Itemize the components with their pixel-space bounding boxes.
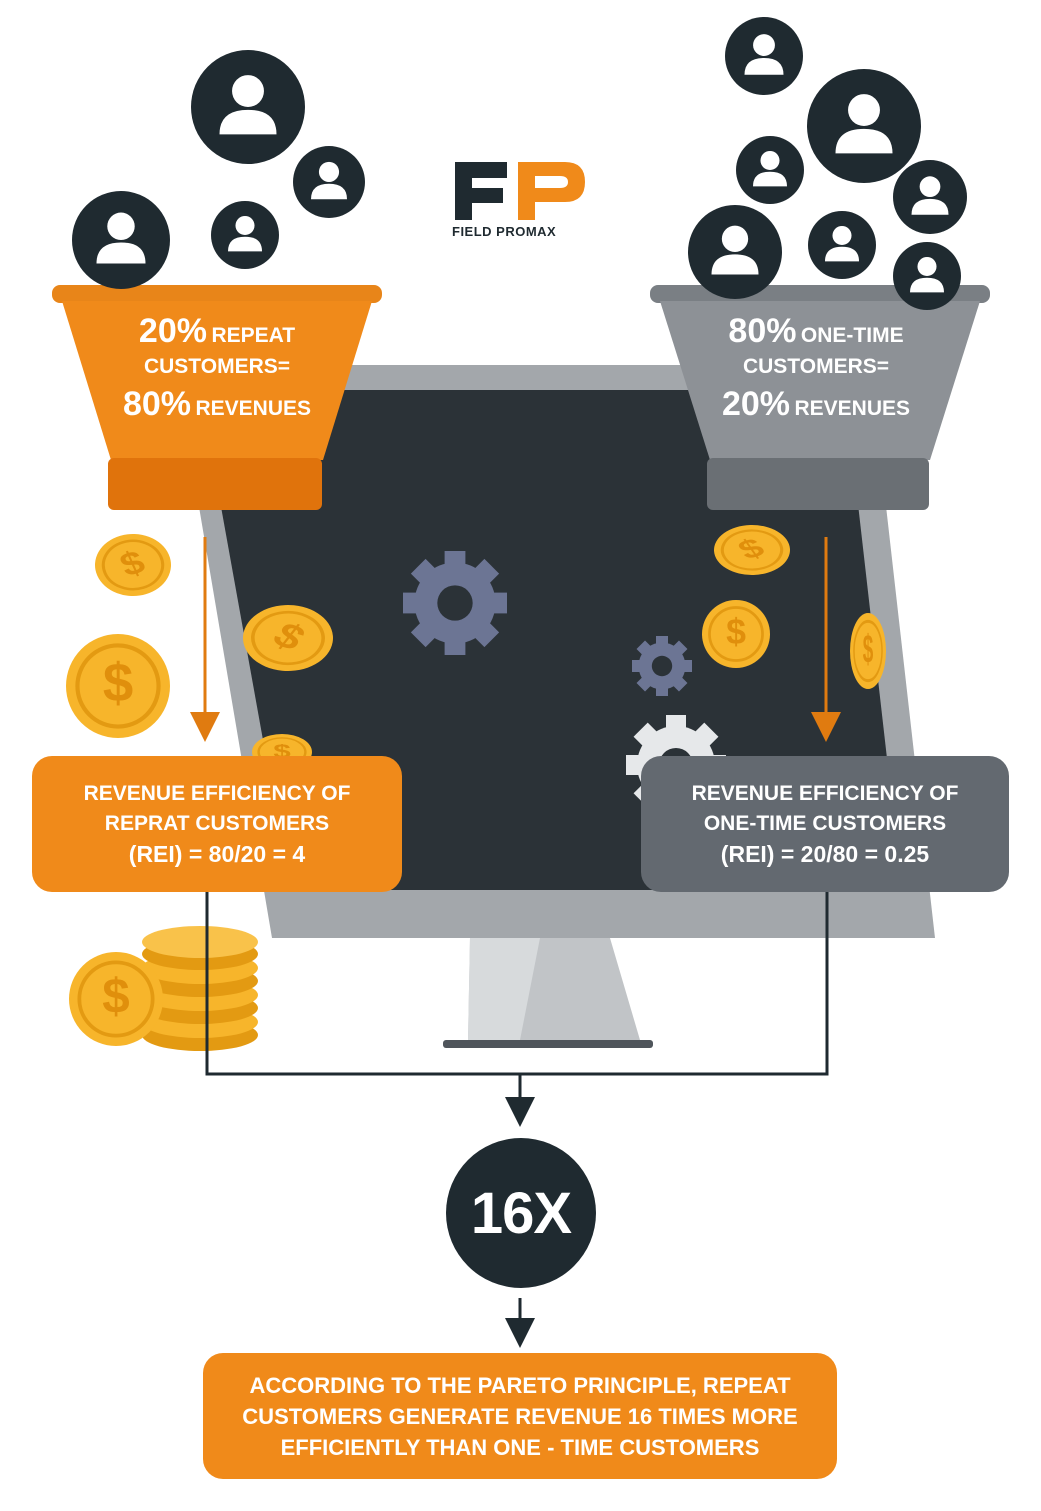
logo: FIELD PROMAX (452, 156, 592, 246)
user-icon (725, 17, 803, 95)
logo-mark (455, 162, 585, 220)
left-funnel-label: 20% REPEAT CUSTOMERS= 80% REVENUES (100, 312, 334, 424)
user-icon (893, 242, 961, 310)
gear-icon (632, 636, 692, 696)
coin-stack-icon (69, 926, 258, 1051)
user-icon (688, 205, 782, 299)
right-funnel-text-1: ONE-TIME (800, 324, 904, 347)
onetime-efficiency-line-1: REVENUE EFFICIENCY OF (691, 782, 959, 805)
user-icon (293, 146, 365, 218)
connector-left (205, 892, 520, 1076)
logo-text: FIELD PROMAX (452, 224, 557, 239)
coin-icon (66, 634, 170, 738)
repeat-efficiency-box: REVENUE EFFICIENCY OF REPRAT CUSTOMERS (… (32, 756, 402, 892)
onetime-efficiency-line-2: ONE-TIME CUSTOMERS (703, 812, 947, 835)
conclusion-box: ACCORDING TO THE PARETO PRINCIPLE, REPEA… (203, 1353, 837, 1479)
left-funnel (52, 285, 382, 510)
right-funnel-text-3: REVENUES (794, 397, 911, 421)
repeat-efficiency-line-2: REPRAT CUSTOMERS (104, 812, 330, 835)
user-icon (893, 160, 967, 234)
left-funnel-pct-3: 80% (122, 385, 192, 424)
right-funnel-pct-3: 20% (721, 385, 791, 424)
user-icon (72, 191, 170, 289)
left-funnel-text-3: REVENUES (195, 397, 312, 421)
multiplier-badge: 16X (446, 1138, 596, 1288)
right-funnel-text-2: CUSTOMERS= (742, 355, 890, 379)
coin-icon (850, 613, 886, 689)
user-icon (736, 136, 804, 204)
repeat-efficiency-line-1: REVENUE EFFICIENCY OF (83, 782, 351, 805)
conclusion-line-2: CUSTOMERS GENERATE REVENUE 16 TIMES MORE (242, 1403, 798, 1429)
user-icon (191, 50, 305, 164)
conclusion-line-1: ACCORDING TO THE PARETO PRINCIPLE, REPEA… (249, 1372, 791, 1398)
user-icon (808, 211, 876, 279)
right-funnel-label: 80% ONE-TIME CUSTOMERS= 20% REVENUES (698, 312, 934, 424)
conclusion-line-3: EFFICIENTLY THAN ONE - TIME CUSTOMERS (280, 1434, 760, 1460)
left-funnel-text-2: CUSTOMERS= (143, 355, 291, 379)
onetime-efficiency-box: REVENUE EFFICIENCY OF ONE-TIME CUSTOMERS… (641, 756, 1009, 892)
left-funnel-pct-1: 20% (138, 312, 207, 350)
onetime-efficiency-line-3: (REI) = 20/80 = 0.25 (720, 841, 930, 867)
connector-right (520, 892, 829, 1076)
left-funnel-text-1: REPEAT (211, 324, 296, 347)
coin-icon (702, 600, 770, 668)
user-icon (211, 201, 279, 269)
user-icon (807, 69, 921, 183)
gear-icon (403, 551, 507, 655)
repeat-efficiency-line-3: (REI) = 80/20 = 4 (128, 841, 306, 867)
right-funnel-pct-1: 80% (728, 312, 797, 350)
coin-icon (84, 525, 181, 604)
